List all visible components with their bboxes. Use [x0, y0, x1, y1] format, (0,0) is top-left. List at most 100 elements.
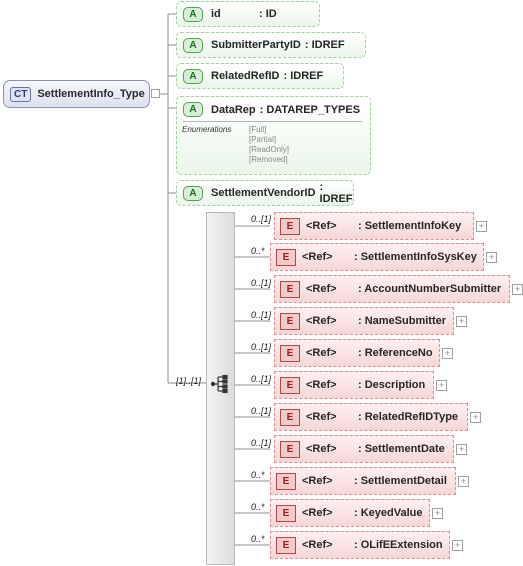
element-ref: <Ref>	[306, 283, 337, 295]
enumeration-value: [Removed]	[249, 155, 288, 164]
element-name: : OLifEExtension	[354, 539, 443, 551]
element-settlement-date[interactable]: E <Ref> : SettlementDate +	[274, 435, 467, 463]
element-badge: E	[280, 440, 300, 458]
attribute-badge: A	[183, 102, 203, 117]
element-ref: <Ref>	[306, 347, 337, 359]
expand-toggle[interactable]: +	[470, 411, 481, 423]
complex-type-collapse-toggle[interactable]	[151, 89, 160, 98]
element-cardinality: 0..*	[251, 502, 265, 512]
element-account-number-submitter[interactable]: E <Ref> : AccountNumberSubmitter +	[274, 275, 523, 303]
attribute-name: SubmitterPartyID	[211, 39, 301, 51]
enumeration-value: [Full]	[249, 125, 267, 134]
attribute-type: : IDREF	[319, 181, 353, 205]
element-ref: <Ref>	[306, 220, 337, 232]
element-cardinality: 0..[1]	[251, 278, 272, 288]
attribute-badge: A	[183, 6, 203, 22]
element-keyed-value[interactable]: E <Ref> : KeyedValue +	[270, 499, 443, 527]
element-name: : SettlementInfoSysKey	[354, 251, 477, 263]
sequence-compositor[interactable]	[206, 212, 235, 565]
enumeration-value: [ReadOnly]	[249, 145, 290, 154]
element-cardinality: 0..[1]	[251, 406, 272, 416]
attribute-name: id	[211, 8, 221, 20]
element-name: : RelatedRefIDType	[358, 411, 459, 423]
element-badge: E	[276, 248, 296, 266]
element-ref: <Ref>	[302, 507, 333, 519]
expand-toggle[interactable]: +	[436, 379, 447, 391]
complex-type-badge: CT	[10, 86, 32, 102]
element-badge: E	[280, 217, 300, 235]
element-ref: <Ref>	[302, 539, 333, 551]
element-name: : AccountNumberSubmitter	[358, 283, 502, 295]
element-name: : Description	[358, 379, 426, 391]
attribute-name: DataRep	[211, 103, 256, 116]
expand-toggle[interactable]: +	[456, 315, 467, 327]
attribute-name: SettlementVendorID	[211, 187, 316, 199]
attribute-type: : DATAREP_TYPES	[259, 103, 361, 116]
attribute-type: : ID	[259, 8, 277, 20]
element-badge: E	[276, 536, 296, 554]
expand-toggle[interactable]: +	[442, 347, 453, 359]
element-badge: E	[280, 408, 300, 426]
element-badge: E	[276, 504, 296, 522]
element-reference-no[interactable]: E <Ref> : ReferenceNo +	[274, 339, 453, 367]
element-name: : SettlementDetail	[354, 475, 447, 487]
element-badge: E	[280, 376, 300, 394]
element-name-submitter[interactable]: E <Ref> : NameSubmitter +	[274, 307, 467, 335]
element-badge: E	[280, 344, 300, 362]
element-settlement-detail[interactable]: E <Ref> : SettlementDetail +	[270, 467, 469, 495]
element-related-ref-id-type[interactable]: E <Ref> : RelatedRefIDType +	[274, 403, 481, 431]
element-ref: <Ref>	[306, 443, 337, 455]
element-cardinality: 0..*	[251, 470, 265, 480]
attribute-data-rep[interactable]: A DataRep : DATAREP_TYPES Enumerations […	[176, 96, 371, 175]
element-badge: E	[280, 280, 300, 298]
expand-toggle[interactable]: +	[476, 220, 487, 232]
element-cardinality: 0..[1]	[251, 310, 272, 320]
element-ref: <Ref>	[306, 411, 337, 423]
element-ref: <Ref>	[306, 379, 337, 391]
enumerations-panel: Enumerations [Full] [Partial] [ReadOnly]…	[182, 125, 370, 165]
element-ref: <Ref>	[302, 251, 333, 263]
enumeration-divider	[183, 121, 362, 122]
element-description[interactable]: E <Ref> : Description +	[274, 371, 447, 399]
attribute-settlement-vendor-id[interactable]: A SettlementVendorID : IDREF	[176, 180, 354, 206]
expand-toggle[interactable]: +	[456, 443, 467, 455]
attribute-id[interactable]: A id : ID	[176, 1, 320, 27]
attribute-related-ref-id[interactable]: A RelatedRefID : IDREF	[176, 63, 344, 89]
element-settlement-info-sys-key[interactable]: E <Ref> : SettlementInfoSysKey +	[270, 243, 497, 271]
element-name: : SettlementInfoKey	[358, 220, 462, 232]
enumeration-value: [Partial]	[249, 135, 277, 144]
element-cardinality: 0..[1]	[251, 342, 272, 352]
attribute-type: : IDREF	[283, 70, 324, 82]
element-ref: <Ref>	[306, 315, 337, 327]
expand-toggle[interactable]: +	[486, 251, 497, 263]
element-cardinality: 0..[1]	[251, 214, 272, 224]
element-badge: E	[280, 312, 300, 330]
sequence-cardinality: [1]..[1]	[176, 376, 202, 386]
expand-toggle[interactable]: +	[452, 539, 463, 551]
complex-type-node[interactable]: CT SettlementInfo_Type	[3, 80, 150, 108]
expand-toggle[interactable]: +	[512, 283, 523, 295]
element-name: : SettlementDate	[358, 443, 445, 455]
element-cardinality: 0..[1]	[251, 374, 272, 384]
enumerations-title: Enumerations	[182, 125, 232, 134]
element-badge: E	[276, 472, 296, 490]
element-name: : KeyedValue	[354, 507, 423, 519]
element-olife-extension[interactable]: E <Ref> : OLifEExtension +	[270, 531, 463, 559]
element-settlement-info-key[interactable]: E <Ref> : SettlementInfoKey +	[274, 212, 487, 240]
attribute-type: : IDREF	[304, 39, 345, 51]
attribute-badge: A	[183, 68, 203, 84]
attribute-submitter-party-id[interactable]: A SubmitterPartyID : IDREF	[176, 32, 366, 58]
attribute-badge: A	[183, 185, 203, 201]
element-cardinality: 0..*	[251, 534, 265, 544]
element-cardinality: 0..*	[251, 246, 265, 256]
element-name: : ReferenceNo	[358, 347, 433, 359]
element-name: : NameSubmitter	[358, 315, 447, 327]
attribute-badge: A	[183, 37, 203, 53]
complex-type-name: SettlementInfo_Type	[37, 88, 145, 100]
attribute-name: RelatedRefID	[211, 70, 280, 82]
element-cardinality: 0..[1]	[251, 438, 272, 448]
element-ref: <Ref>	[302, 475, 333, 487]
expand-toggle[interactable]: +	[458, 475, 469, 487]
expand-toggle[interactable]: +	[432, 507, 443, 519]
